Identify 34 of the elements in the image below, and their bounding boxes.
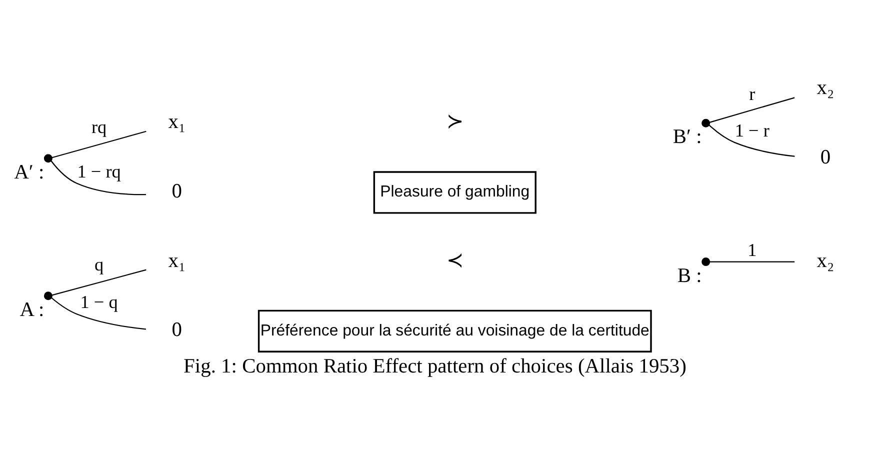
- node-text: 0: [172, 180, 182, 202]
- edge-label: 1 − q: [80, 292, 118, 312]
- node-circle: [702, 118, 710, 127]
- node-label: A :: [20, 298, 44, 320]
- edge-label: q: [94, 254, 104, 274]
- node-circle: [702, 257, 710, 266]
- node-label: B′ :: [672, 126, 702, 148]
- connector: [52, 130, 146, 158]
- connector: [51, 297, 146, 330]
- node-label: B :: [677, 264, 702, 286]
- node-box: Pleasure of gambling: [373, 170, 536, 214]
- node-box: Préférence pour la sécurité au voisinage de la certitude: [258, 309, 652, 352]
- edge-label: 1 − rq: [77, 160, 121, 181]
- node-circle: [44, 291, 52, 300]
- node-text: 0: [172, 318, 182, 341]
- edge-label: rq: [91, 116, 107, 137]
- node-text: x₂: [816, 76, 834, 99]
- label: ≺: [446, 249, 464, 272]
- edge-label: 1 − r: [734, 120, 770, 140]
- connector: [710, 96, 795, 122]
- edge-label: r: [749, 84, 756, 104]
- node-label: A′ :: [14, 160, 44, 183]
- label: ≻: [446, 110, 464, 133]
- node-text: x₁: [168, 249, 186, 272]
- node-text: x₂: [816, 249, 834, 272]
- connector: [710, 260, 795, 262]
- edge-label: 1: [748, 239, 757, 260]
- node-text: 0: [820, 146, 831, 168]
- caption: Fig. 1: Common Ratio Effect pattern of choices (Allais 1953): [184, 355, 686, 378]
- node-circle: [44, 154, 52, 162]
- connector: [708, 124, 795, 156]
- connector: [52, 268, 146, 296]
- connector: [50, 160, 146, 195]
- node-text: x₁: [168, 110, 186, 133]
